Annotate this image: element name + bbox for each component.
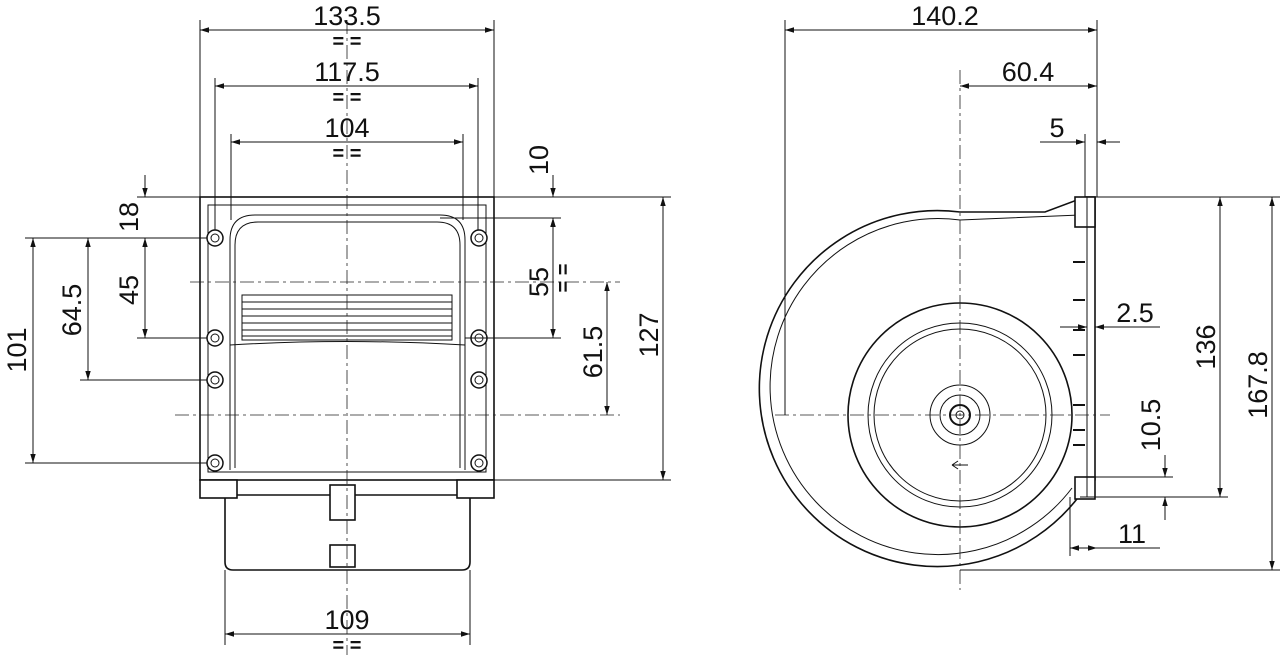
clip-upper: [329, 484, 356, 521]
dim-104: 104: [324, 113, 369, 143]
dim-109: 109: [324, 605, 369, 635]
flange-bottom: [1074, 476, 1096, 500]
symmetry-mark: = =: [333, 31, 362, 53]
dim-127: 127: [634, 312, 664, 357]
lower-housing: [224, 494, 471, 571]
front-view: 133.5 = = 117.5 = = 104 = = 109 = = 18 4…: [2, 1, 671, 655]
side-view: 140.2 60.4 5 2.5 136 167.8 10.5 11: [758, 1, 1280, 590]
dim-167-8: 167.8: [1243, 351, 1273, 419]
dim-18: 18: [114, 202, 144, 232]
dim-55: 55: [524, 267, 554, 297]
dim-60-4: 60.4: [1002, 57, 1055, 87]
dim-61-5: 61.5: [578, 326, 608, 379]
dim-5: 5: [1049, 113, 1064, 143]
dim-45: 45: [114, 275, 144, 305]
symmetry-mark: = =: [333, 635, 362, 655]
dim-133-5: 133.5: [313, 1, 381, 31]
dim-140-2: 140.2: [911, 1, 979, 31]
symmetry-mark: = =: [333, 143, 362, 165]
symmetry-mark: = =: [553, 264, 575, 293]
dim-136: 136: [1191, 324, 1221, 369]
flange-top: [1074, 196, 1096, 228]
clip-lower: [329, 544, 356, 568]
dim-101: 101: [2, 327, 32, 372]
symmetry-mark: = =: [333, 87, 362, 109]
dim-2-5: 2.5: [1116, 298, 1154, 328]
dim-117-5: 117.5: [314, 57, 380, 87]
dim-64-5: 64.5: [57, 284, 87, 337]
dim-10-5: 10.5: [1136, 399, 1166, 452]
dim-10: 10: [524, 145, 554, 175]
dim-11: 11: [1118, 519, 1146, 549]
